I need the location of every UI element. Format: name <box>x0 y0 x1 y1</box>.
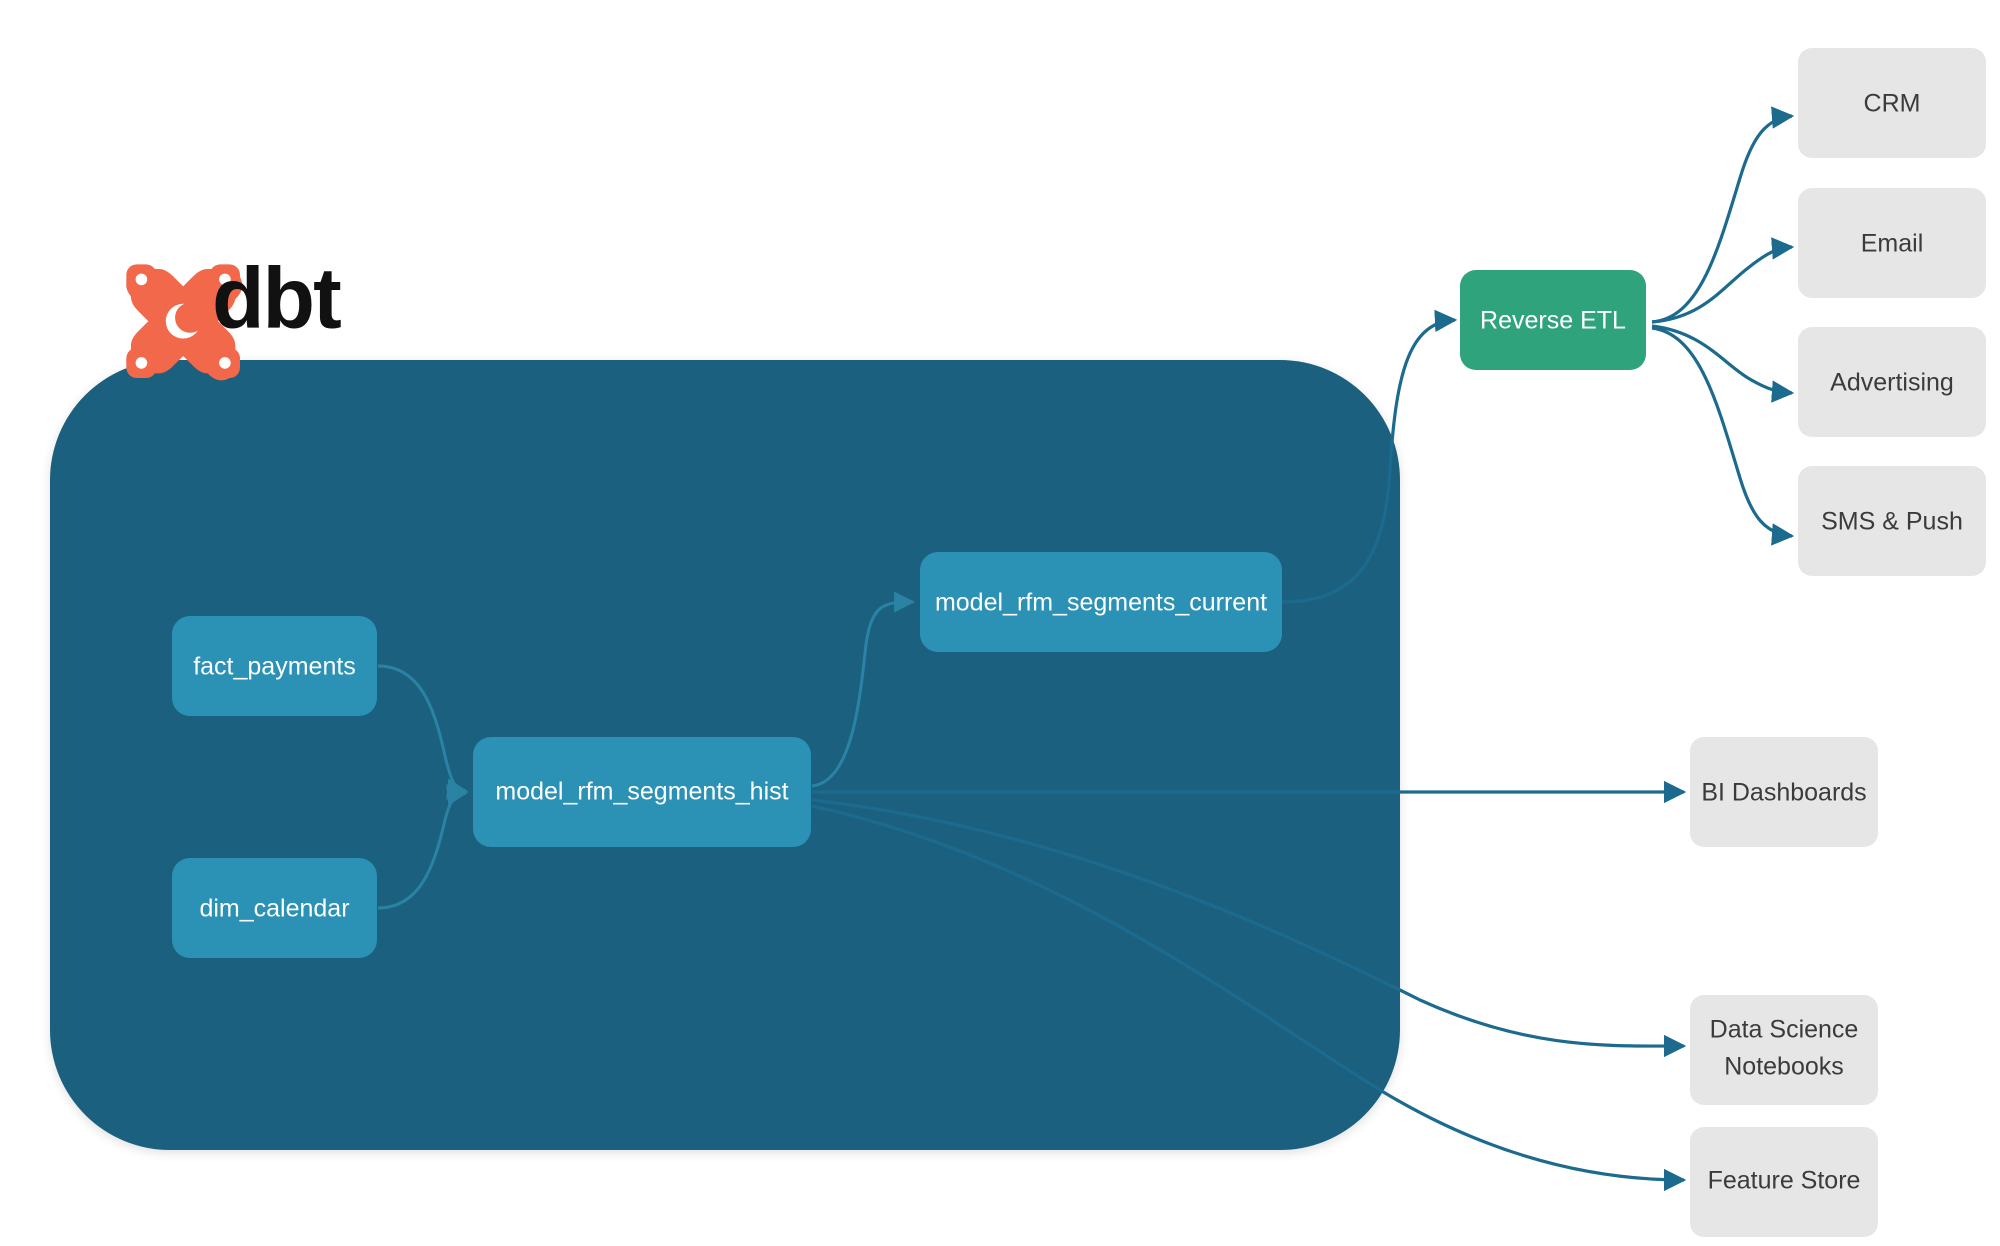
edge-hist-to-data-science-notebooks <box>811 798 1687 1058</box>
consumer-node-label-line2: Notebooks <box>1724 1053 1844 1081</box>
edge-current-to-reverse-etl <box>1281 309 1458 604</box>
model-nodes: fact_payments dim_calendar model_rfm_seg… <box>172 552 1282 958</box>
dbt-logo-icon <box>126 264 243 381</box>
destination-node-email[interactable]: Email <box>1798 188 1986 298</box>
model-node-label: fact_payments <box>193 653 356 681</box>
destination-nodes: CRM Email Advertising SMS & Push <box>1798 48 1986 576</box>
reverse-etl-node[interactable]: Reverse ETL <box>1460 270 1646 370</box>
model-node-fact-payments[interactable]: fact_payments <box>172 616 377 716</box>
internal-edges <box>377 591 916 910</box>
consumer-node-label: BI Dashboards <box>1701 779 1866 807</box>
model-node-model-rfm-segments-hist[interactable]: model_rfm_segments_hist <box>473 737 811 847</box>
destination-node-label: SMS & Push <box>1821 508 1963 536</box>
consumer-node-label: Feature Store <box>1708 1167 1861 1195</box>
destination-node-sms-push[interactable]: SMS & Push <box>1798 466 1986 576</box>
destination-node-label: Advertising <box>1830 369 1954 397</box>
consumer-nodes: BI Dashboards Data Science Notebooks Fea… <box>1690 737 1878 1237</box>
dbt-brand: dbt <box>126 251 343 381</box>
model-node-label: dim_calendar <box>199 895 349 923</box>
model-node-label: model_rfm_segments_current <box>935 589 1267 617</box>
external-edges <box>811 106 1795 1192</box>
model-node-model-rfm-segments-current[interactable]: model_rfm_segments_current <box>920 552 1282 652</box>
edge-dim-calendar-to-hist <box>377 784 469 910</box>
destination-node-crm[interactable]: CRM <box>1798 48 1986 158</box>
consumer-node-label-line1: Data Science <box>1710 1016 1859 1044</box>
consumer-node-feature-store[interactable]: Feature Store <box>1690 1127 1878 1237</box>
edge-reverse-etl-to-email <box>1651 237 1795 324</box>
reverse-etl-label: Reverse ETL <box>1480 307 1626 335</box>
consumer-node-data-science-notebooks[interactable]: Data Science Notebooks <box>1690 995 1878 1105</box>
destination-node-label: Email <box>1861 230 1924 258</box>
edge-reverse-etl-to-crm <box>1651 106 1795 324</box>
edge-hist-to-feature-store <box>811 804 1687 1192</box>
edge-reverse-etl-to-sms-push <box>1651 326 1795 546</box>
model-node-dim-calendar[interactable]: dim_calendar <box>172 858 377 958</box>
dbt-wordmark: dbt <box>212 251 341 347</box>
consumer-node-bi-dashboards[interactable]: BI Dashboards <box>1690 737 1878 847</box>
destination-node-label: CRM <box>1864 90 1921 118</box>
edge-hist-to-current <box>811 591 916 788</box>
destination-node-advertising[interactable]: Advertising <box>1798 327 1986 437</box>
model-node-label: model_rfm_segments_hist <box>495 778 788 806</box>
edge-reverse-etl-to-advertising <box>1651 324 1795 403</box>
